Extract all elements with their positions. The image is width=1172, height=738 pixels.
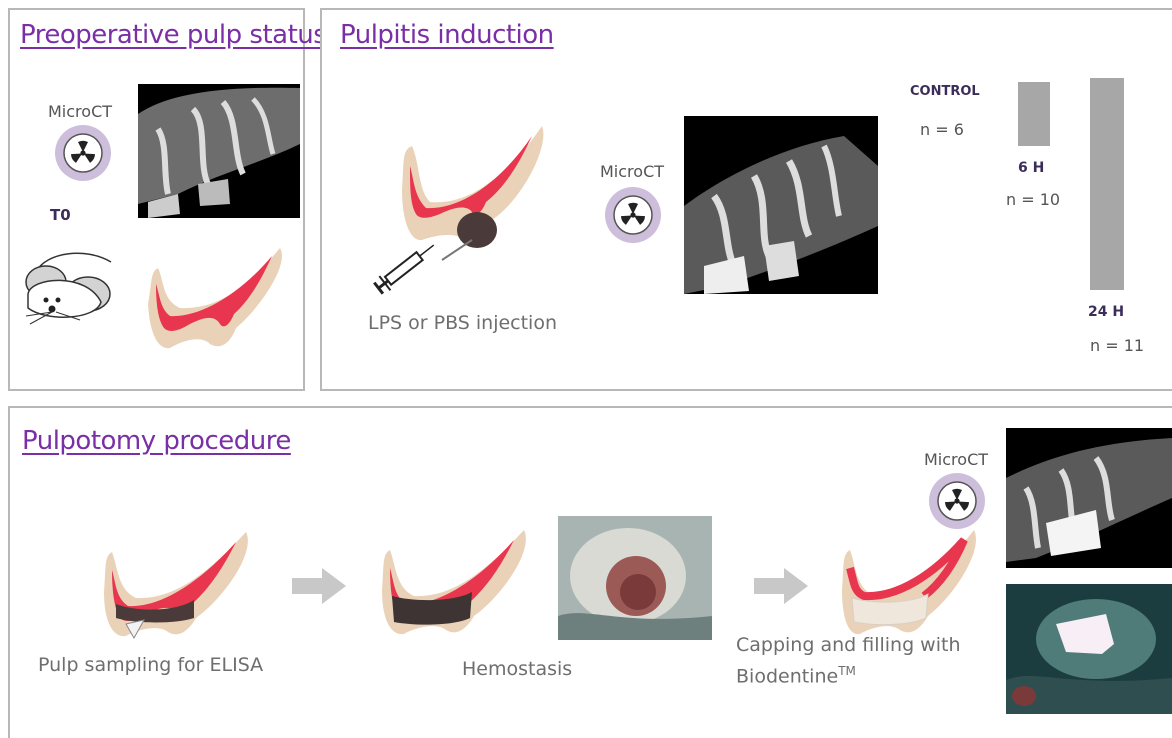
tooth-diagram-capping [834,526,984,638]
control-label: CONTROL [910,84,980,99]
panel-pulpotomy: Pulpotomy procedure Pulp sampling for EL… [8,406,1172,738]
step2-label: Hemostasis [462,658,572,680]
label-6h: 6 H [1018,160,1044,176]
bar-24h [1090,78,1124,290]
timepoint-t0: T0 [50,206,71,224]
panel-pulpitis: Pulpitis induction LPS or PBS injection … [320,8,1172,391]
bar-6h [1018,82,1050,146]
step3-biodentine: Biodentine [736,665,838,687]
microct-label: MicroCT [48,102,112,121]
injection-label: LPS or PBS injection [368,312,557,334]
panel-title-preoperative: Preoperative pulp status [20,20,326,50]
microct-image-preoperative [138,84,300,218]
n-6h: n = 10 [1006,190,1060,209]
trademark-superscript: TM [838,664,856,678]
radiation-icon [604,186,662,244]
microct-label-pulpitis: MicroCT [600,162,664,181]
microct-image-pulpotomy [1006,428,1172,568]
radiation-icon [54,124,112,182]
panel-preoperative: Preoperative pulp status MicroCT T0 [8,8,305,391]
microct-image-pulpitis [684,116,878,294]
tooth-diagram-sampling [96,528,256,640]
label-24h: 24 H [1088,304,1124,320]
step3-label-line2: BiodentineTM [736,664,856,687]
biodentine-photo [1006,584,1172,714]
step1-label: Pulp sampling for ELISA [38,654,263,676]
hemostasis-photo [558,516,712,640]
tooth-diagram-hemostasis [374,526,534,638]
step3-label-line1: Capping and filling with [736,634,961,656]
panel-title-pulpitis: Pulpitis induction [340,20,554,50]
syringe-icon [366,238,446,298]
control-n: n = 6 [920,120,964,139]
mouse-icon [16,242,128,328]
tooth-diagram-preoperative [140,244,290,352]
n-24h: n = 11 [1090,336,1144,355]
arrow-right-icon [754,566,808,606]
radiation-icon [928,472,986,530]
arrow-right-icon [292,566,346,606]
panel-title-pulpotomy: Pulpotomy procedure [22,426,291,456]
microct-label-pulpotomy: MicroCT [924,450,988,469]
